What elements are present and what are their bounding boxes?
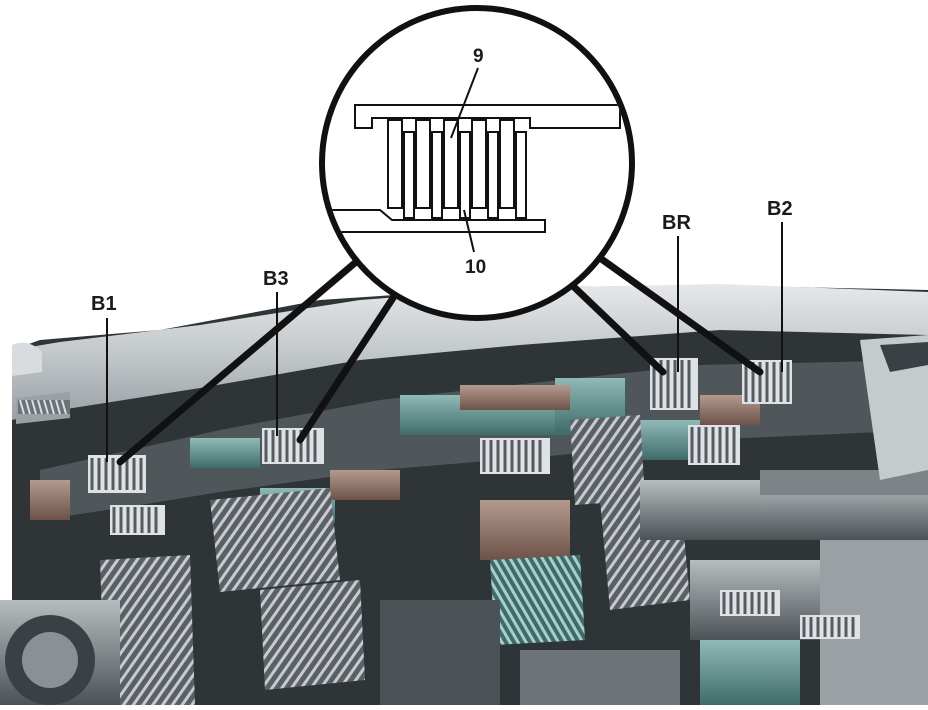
label-leader-lines — [106, 222, 783, 462]
label-b2: B2 — [767, 198, 793, 220]
cone-line-br — [569, 282, 667, 376]
clutch-pack-b1 — [88, 455, 165, 535]
cone-line-b3 — [296, 294, 397, 444]
clutch-pack-b3 — [262, 428, 324, 464]
label-br: BR — [662, 212, 691, 234]
label-b3: B3 — [263, 268, 289, 290]
clutch-pack-lower — [720, 590, 860, 639]
cone-line-b1 — [116, 258, 360, 466]
label-10: 10 — [465, 257, 487, 278]
cone-line-b2 — [596, 254, 764, 376]
clutch-pack-center — [480, 438, 550, 474]
magnifier-cone-lines — [116, 254, 764, 466]
clutch-pack-br — [650, 358, 740, 465]
label-b1: B1 — [91, 293, 117, 315]
label-9: 9 — [473, 46, 484, 67]
spring-detail — [18, 399, 70, 415]
